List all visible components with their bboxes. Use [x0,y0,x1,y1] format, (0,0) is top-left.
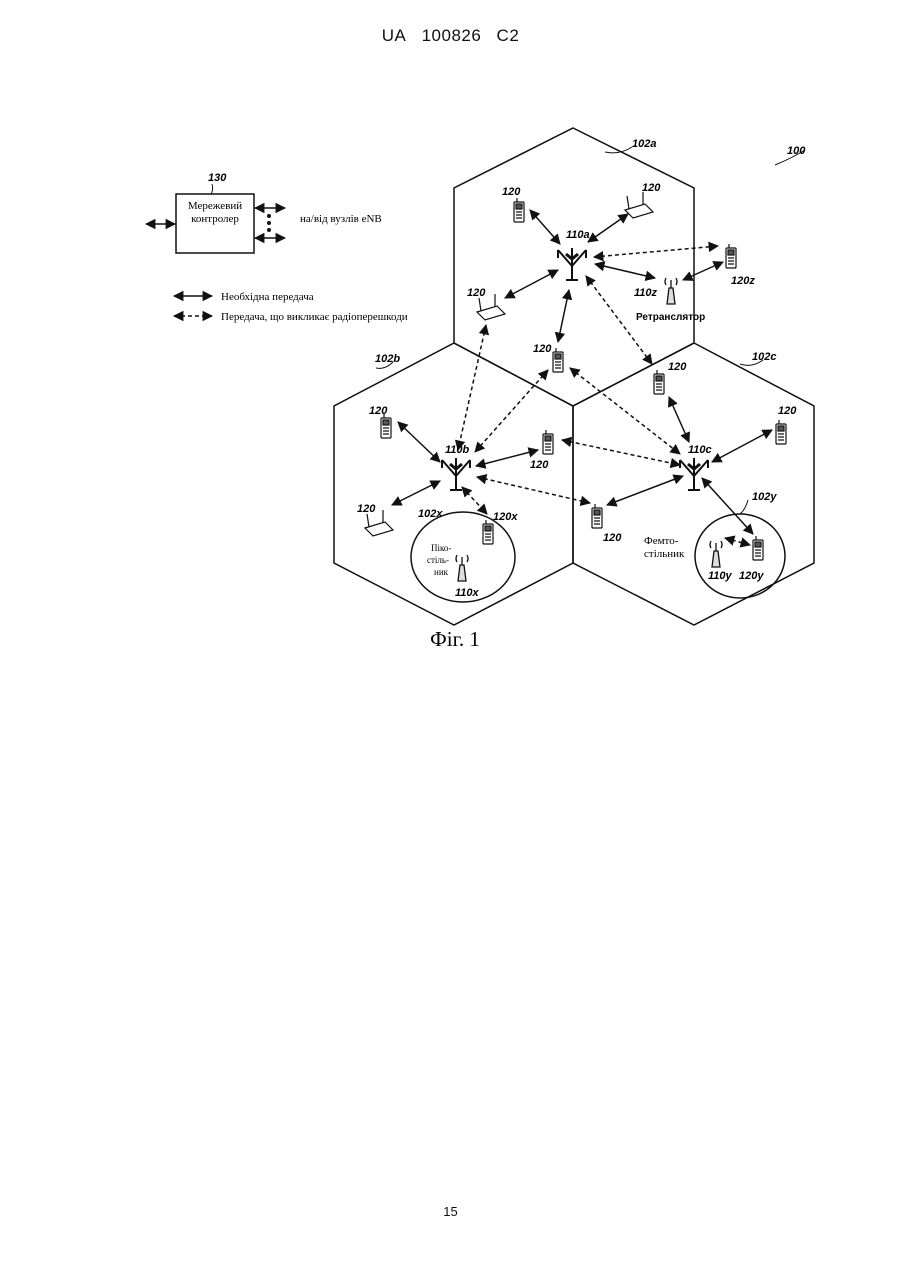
phone-icon [543,430,553,454]
femto-cell-circle [695,514,785,598]
controller-label-line1: Мережевий [188,200,242,212]
base-station-icon [680,458,708,490]
modem-icons [365,192,653,536]
phone-icon [726,244,736,268]
base-station-icon [442,458,470,490]
base-station-icon [558,248,586,280]
ue-ref-2: 120 [642,182,661,194]
femto-cell-ref: 102y [752,491,777,503]
ue-ref-6: 120 [369,405,388,417]
ue-ref-9: 120 [357,503,376,515]
pico-cell-ref: 102x [418,508,443,520]
pico-label-3: ник [434,567,449,577]
phone-icon [592,504,602,528]
pico-ue-ref: 120x [493,511,518,523]
controller-label-line2: контролер [191,213,239,225]
phone-icon [654,370,664,394]
pico-bs-ref: 110x [455,587,480,599]
modem-icon [625,192,653,218]
relay-ue-ref: 120z [731,275,755,287]
phone-icon [483,520,493,544]
cell-ref-a: 102a [632,138,656,150]
femto-station-icon [710,541,722,567]
figure-caption: Фіг. 1 [430,627,480,651]
ue-ref-1: 120 [502,186,521,198]
pico-label-2: стіль- [427,555,449,565]
relay-station-icon [665,278,677,304]
interfering-links [458,246,750,545]
bs-ref-a: 110a [566,229,590,241]
femto-bs-ref: 110y [708,570,733,582]
cell-ref-c: 102c [752,351,776,363]
ellipsis-dots [267,214,271,232]
phone-icon [753,536,763,560]
ue-ref-8: 120 [530,459,549,471]
cell-hexagon-b [334,343,573,625]
phone-icon [553,348,563,372]
cell-hexagon-a [454,128,694,406]
label-leaders [210,147,805,514]
enb-link-label: на/від вузлів eNB [300,213,382,225]
legend-required-label: Необхідна передача [221,291,314,303]
bs-ref-c: 110c [688,444,712,456]
ue-ref-4: 120 [533,343,552,355]
phone-icon [381,414,391,438]
phone-icon [776,420,786,444]
femto-label-2: стільник [644,548,685,560]
controller-ref: 130 [208,172,227,184]
pico-station-icon [456,555,468,581]
relay-ref: 110z [634,287,658,299]
cell-ref-b: 102b [375,353,400,365]
ue-ref-10: 120 [603,532,622,544]
ue-ref-7: 120 [778,405,797,417]
bs-ref-b: 110b [445,444,470,456]
required-links [392,210,772,534]
femto-label-1: Фемто- [644,535,679,547]
relay-label: Ретранслятор [636,312,705,323]
ue-ref-5: 120 [668,361,687,373]
ue-ref-3: 120 [467,287,486,299]
page-number: 15 [0,1204,901,1219]
system-ref: 100 [787,145,806,157]
pico-label-1: Піко- [431,543,451,553]
legend-interfering-label: Передача, що викликає радіоперешкоди [221,311,408,323]
phone-icon [514,198,524,222]
femto-ue-ref: 120y [739,570,764,582]
